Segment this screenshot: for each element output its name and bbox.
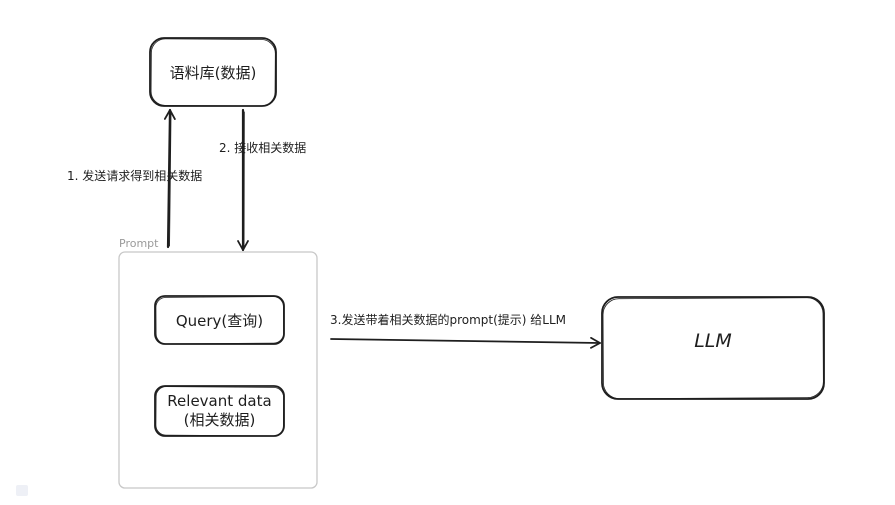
corpus-label: 语料库(数据) (169, 63, 257, 82)
corner-marker (16, 485, 28, 496)
relevant-data-line1: Relevant data (167, 392, 272, 410)
prompt-frame-label: Prompt (119, 237, 159, 250)
query-label: Query(查询) (175, 311, 264, 330)
corpus-box[interactable] (149, 37, 277, 107)
llm-label: LLM (694, 330, 732, 352)
relevant-data-box[interactable] (154, 385, 285, 437)
arrow-send-request[interactable] (163, 108, 176, 249)
llm-box[interactable] (601, 296, 825, 400)
receive-data-label: 2. 接收相关数据 (219, 141, 307, 155)
send-request-label: 1. 发送请求得到相关数据 (67, 169, 203, 183)
arrow-receive-data[interactable] (237, 108, 249, 252)
query-box[interactable] (154, 295, 285, 345)
relevant-data-line2: (相关数据) (183, 411, 256, 429)
send-prompt-label: 3.发送带着相关数据的prompt(提示) 给LLM (330, 313, 566, 327)
prompt-frame[interactable] (118, 251, 318, 489)
relevant-data-label: Relevant data (相关数据) (155, 386, 284, 436)
arrow-send-prompt[interactable] (330, 336, 601, 349)
